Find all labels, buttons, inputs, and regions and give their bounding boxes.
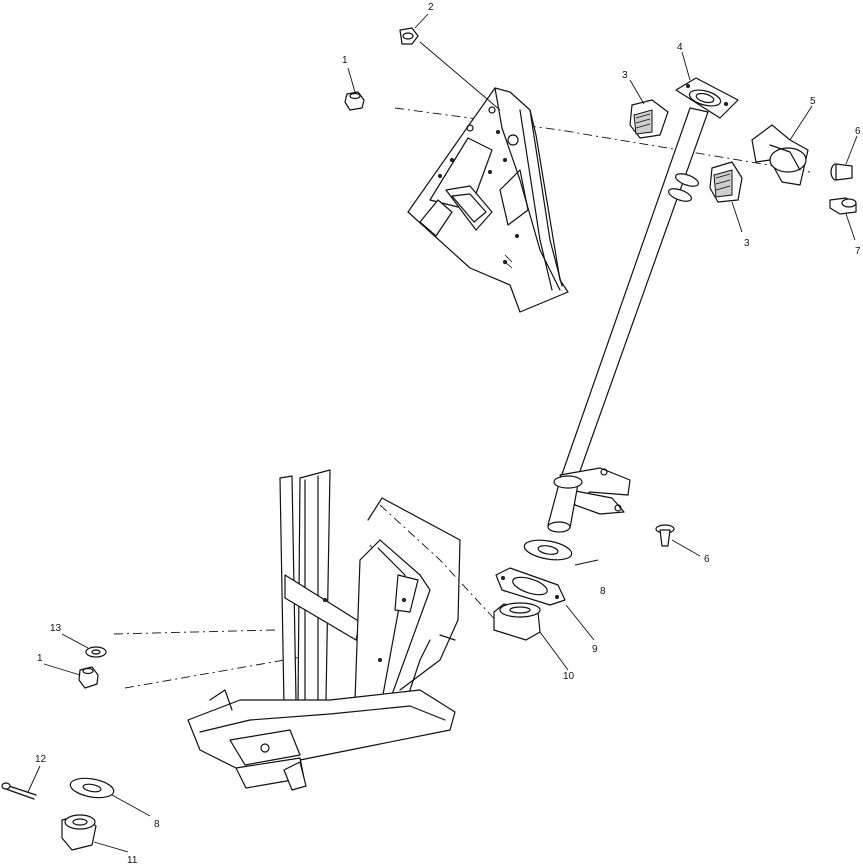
callout-12: 12 — [35, 754, 47, 765]
bolt-6-lower — [655, 524, 675, 547]
cotter-pin-12 — [1, 782, 37, 800]
top-flange-plate — [675, 77, 739, 119]
callout-8-upper: 8 — [600, 586, 606, 597]
callout-8-lower: 8 — [154, 819, 160, 830]
nut-1-upper — [344, 91, 365, 111]
bushing-10 — [493, 602, 541, 641]
leader-lines — [27, 13, 858, 853]
nut-1-lower — [78, 666, 99, 689]
callout-5: 5 — [810, 96, 816, 107]
callout-6-upper: 6 — [855, 126, 861, 137]
callout-7: 7 — [855, 246, 861, 257]
bushing-7 — [829, 197, 857, 215]
castle-nut-11 — [61, 814, 97, 851]
callout-10: 10 — [563, 671, 575, 682]
callout-2: 2 — [428, 2, 434, 13]
callout-1-lower: 1 — [37, 653, 43, 664]
callout-3-lower: 3 — [744, 238, 750, 249]
callout-6-lower: 6 — [704, 554, 710, 565]
callout-labels: 1 2 3 4 5 6 3 7 6 8 9 10 13 1 12 8 11 — [35, 2, 861, 864]
bushing-lower — [709, 161, 743, 203]
lower-frame — [187, 469, 461, 791]
bolt-6-upper — [830, 163, 853, 181]
callout-9: 9 — [592, 644, 598, 655]
callout-11: 11 — [127, 855, 138, 864]
dash-support-bracket — [407, 87, 569, 313]
callout-3-upper: 3 — [622, 70, 628, 81]
steering-post — [547, 107, 709, 533]
flange-bearing-9 — [495, 567, 566, 606]
washer-13 — [85, 646, 107, 658]
bushing-clamp — [751, 124, 809, 186]
callout-4: 4 — [677, 42, 683, 53]
washer-8-lower — [69, 777, 115, 799]
washer-8-upper — [523, 539, 573, 561]
callout-13: 13 — [50, 623, 62, 634]
bushing-upper — [629, 99, 669, 139]
bolt-2 — [399, 27, 419, 45]
callout-1-upper: 1 — [342, 55, 348, 66]
